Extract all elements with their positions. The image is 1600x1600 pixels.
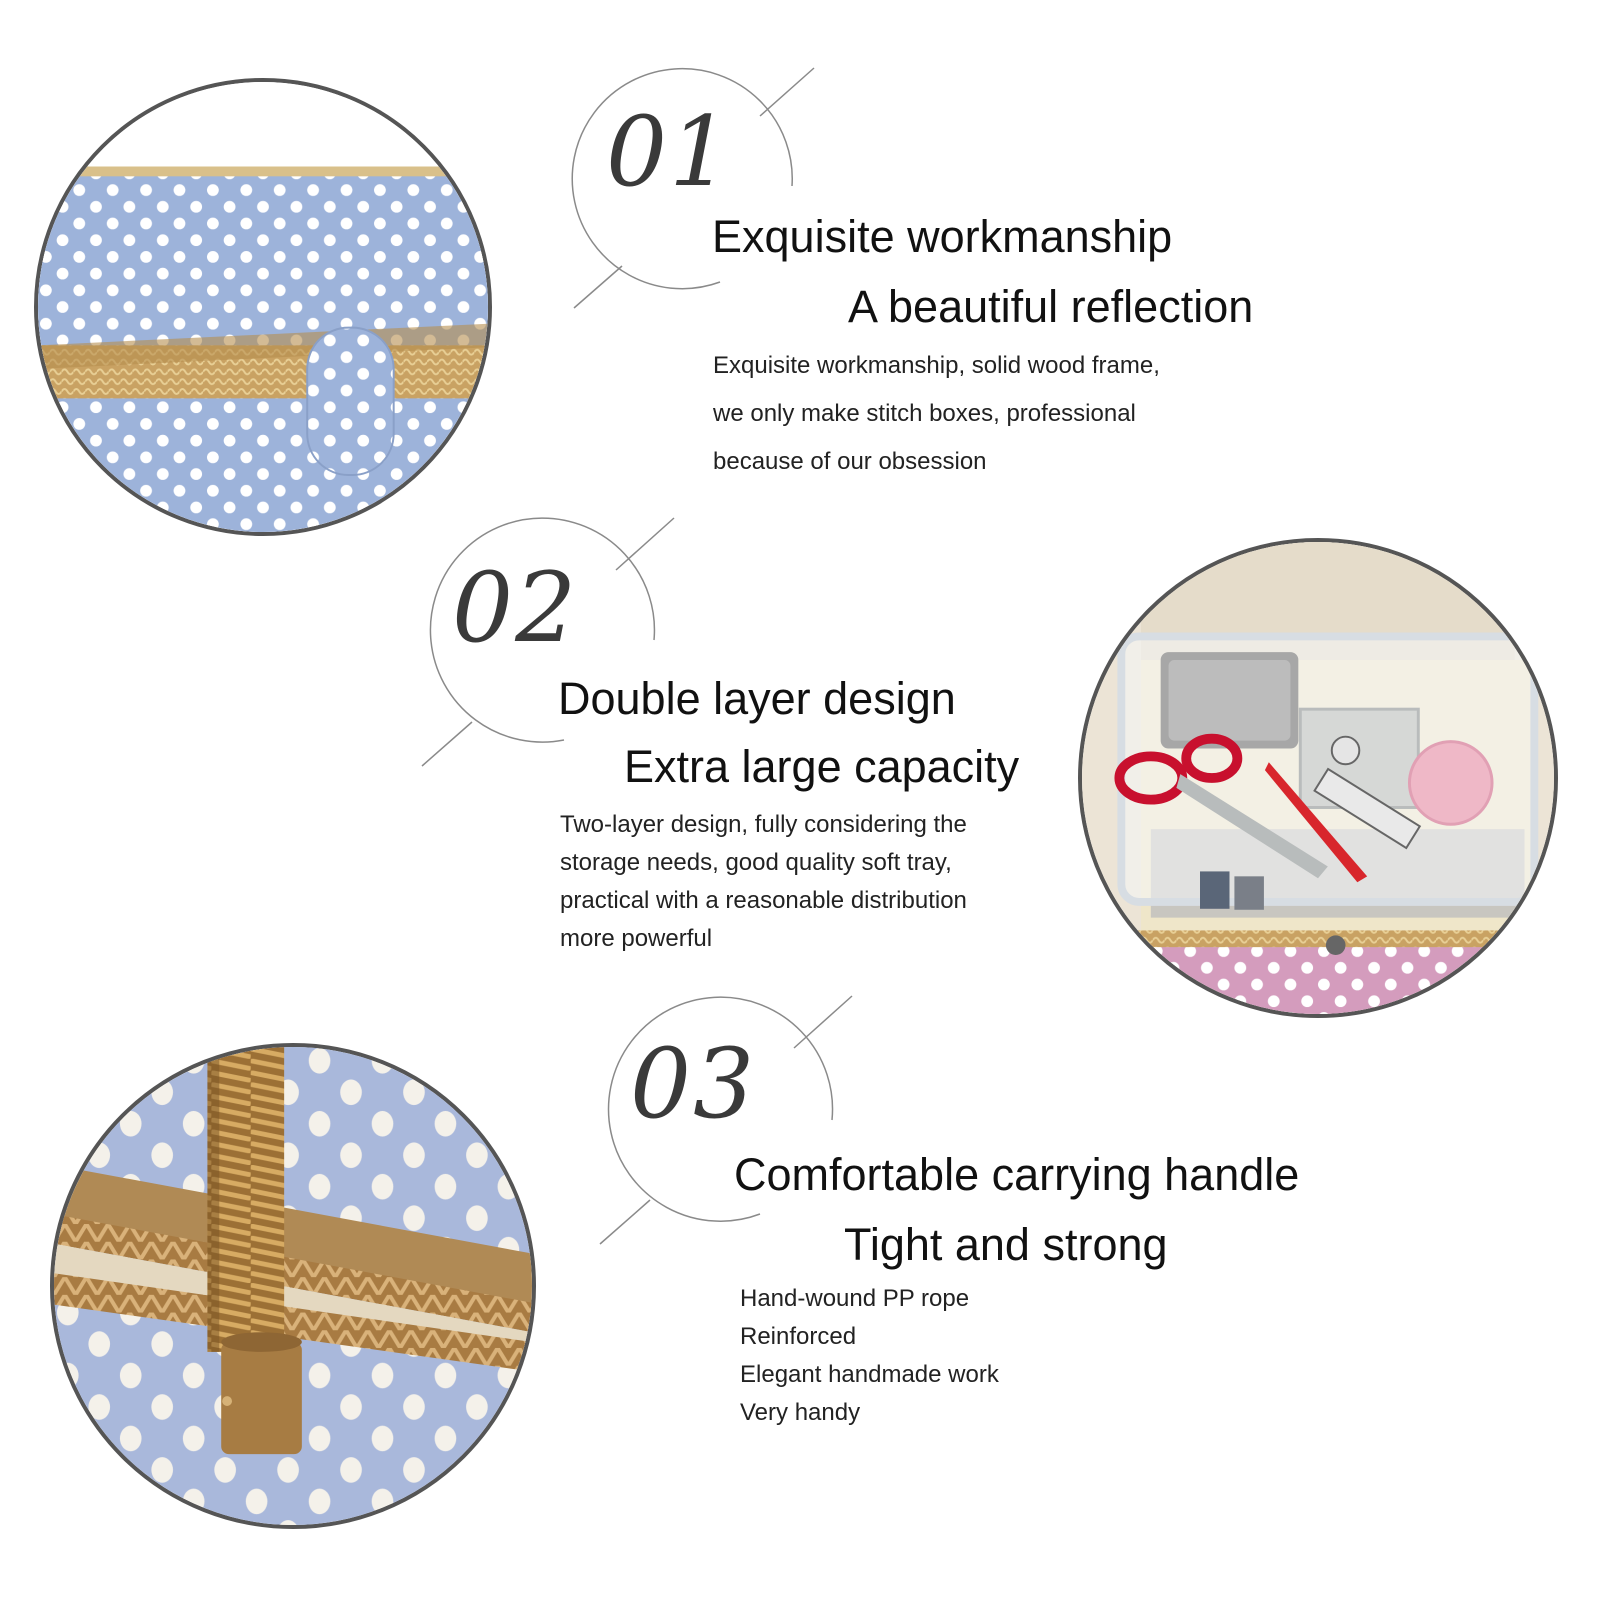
section-description: Two-layer design, fully considering the … xyxy=(560,806,967,958)
decorative-circle-02 xyxy=(421,517,675,767)
description-line: storage needs, good quality soft tray, xyxy=(560,849,952,876)
section-description: Exquisite workmanship, solid wood frame,… xyxy=(713,342,1160,486)
description-line: we only make stitch boxes, professional xyxy=(713,400,1136,427)
description-line: more powerful xyxy=(560,925,713,952)
description-line: Reinforced xyxy=(740,1323,857,1350)
section-title: Exquisite workmanship xyxy=(712,211,1173,262)
description-line: Two-layer design, fully considering the xyxy=(560,811,967,838)
description-line: Exquisite workmanship, solid wood frame, xyxy=(713,352,1160,379)
description-line: Hand-wound PP rope xyxy=(740,1285,970,1312)
section-number: 02 xyxy=(452,552,579,664)
section-subtitle: Extra large capacity xyxy=(624,741,1020,792)
photo-box-lid xyxy=(34,78,492,536)
section-subtitle: A beautiful reflection xyxy=(848,281,1254,332)
description-line: because of our obsession xyxy=(713,448,987,475)
description-line: Elegant handmade work xyxy=(740,1361,999,1388)
section-number: 03 xyxy=(630,1028,757,1140)
description-line: practical with a reasonable distribution xyxy=(560,887,967,914)
photo-rope-handle xyxy=(50,1043,536,1529)
section-title: Double layer design xyxy=(558,673,956,724)
section-subtitle: Tight and strong xyxy=(844,1219,1168,1270)
description-line: Very handy xyxy=(740,1399,861,1426)
section-number: 01 xyxy=(606,96,733,208)
section-title: Comfortable carrying handle xyxy=(734,1149,1300,1200)
section-description: Hand-wound PP rope Reinforced Elegant ha… xyxy=(740,1280,999,1432)
decorative-circle-03 xyxy=(599,995,853,1245)
decorative-circle-01 xyxy=(571,67,815,309)
photo-double-layer-tray xyxy=(1078,538,1558,1018)
